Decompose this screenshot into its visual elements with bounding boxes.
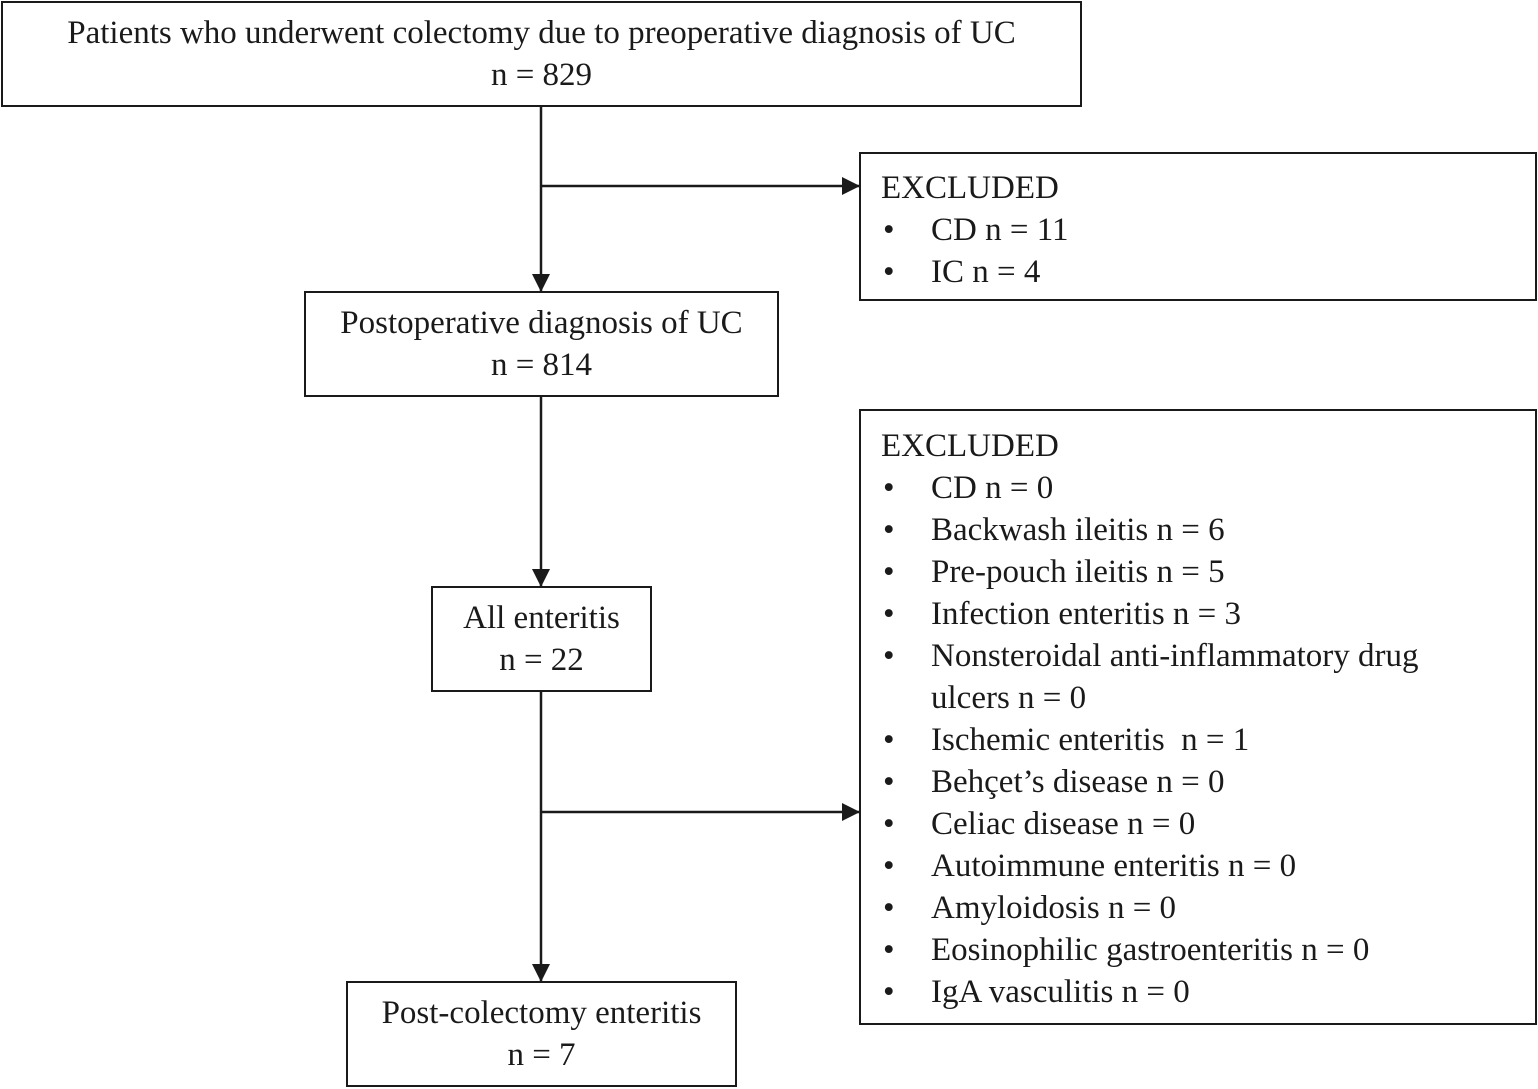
excluded-item: CD n = 0 <box>881 467 1535 509</box>
pce-box: Post-colectomy enteritis n = 7 <box>346 981 737 1087</box>
excluded-item: Celiac disease n = 0 <box>881 803 1535 845</box>
excluded-item: IgA vasculitis n = 0 <box>881 971 1535 1013</box>
postop-count: n = 814 <box>490 347 593 383</box>
excluded-list-2: CD n = 0 Backwash ileitis n = 6 Pre-pouc… <box>881 467 1535 1013</box>
excluded-item: Pre-pouch ileitis n = 5 <box>881 551 1535 593</box>
excluded-item: Autoimmune enteritis n = 0 <box>881 845 1535 887</box>
postop-box: Postoperative diagnosis of UC n = 814 <box>304 291 779 397</box>
pce-count: n = 7 <box>507 1037 576 1073</box>
excluded-list-1: CD n = 11 IC n = 4 <box>881 209 1535 293</box>
pce-label: Post-colectomy enteritis <box>381 995 702 1031</box>
preop-label: Patients who underwent colectomy due to … <box>67 15 1016 51</box>
excluded-item: Infection enteritis n = 3 <box>881 593 1535 635</box>
postop-label: Postoperative diagnosis of UC <box>340 305 743 341</box>
enteritis-box: All enteritis n = 22 <box>431 586 652 692</box>
preop-count: n = 829 <box>490 57 593 93</box>
excluded-item: Ischemic enteritis n = 1 <box>881 719 1535 761</box>
excluded-item: Eosinophilic gastroenteritis n = 0 <box>881 929 1535 971</box>
preop-box: Patients who underwent colectomy due to … <box>1 1 1082 107</box>
excluded-title-1: EXCLUDED <box>881 170 1059 206</box>
excluded-item: Nonsteroidal anti-inflammatory drug ulce… <box>881 635 1535 719</box>
excluded-item: Amyloidosis n = 0 <box>881 887 1535 929</box>
excluded-title-2: EXCLUDED <box>881 428 1059 464</box>
excluded-box-1: EXCLUDED CD n = 11 IC n = 4 <box>859 152 1537 301</box>
excluded-item: Backwash ileitis n = 6 <box>881 509 1535 551</box>
excluded-item: Behçet’s disease n = 0 <box>881 761 1535 803</box>
excluded-item: IC n = 4 <box>881 251 1535 293</box>
excluded-box-2: EXCLUDED CD n = 0 Backwash ileitis n = 6… <box>859 409 1537 1025</box>
enteritis-count: n = 22 <box>499 642 584 678</box>
enteritis-label: All enteritis <box>463 600 620 636</box>
excluded-item: CD n = 11 <box>881 209 1535 251</box>
